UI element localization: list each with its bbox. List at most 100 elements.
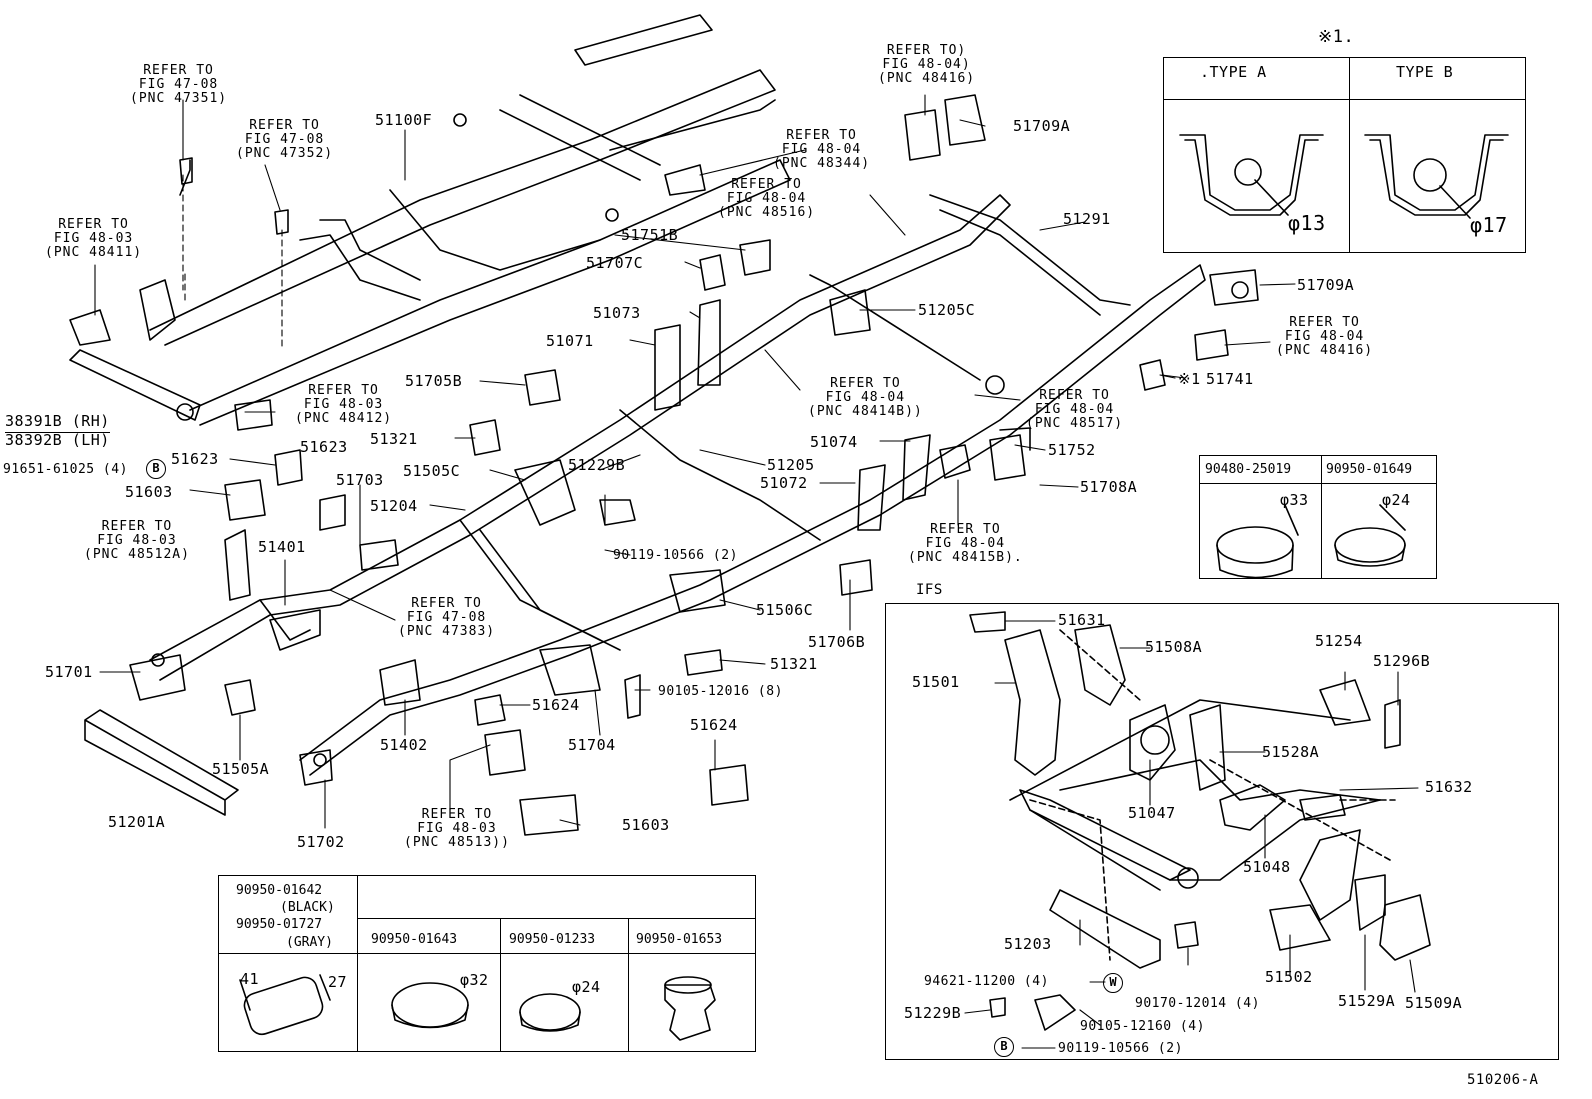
- refer-note-48412: REFER TO FIG 48-03 (PNC 48412): [295, 383, 393, 426]
- leader-lines: [94, 94, 1296, 829]
- plug-dim-24: φ24: [572, 978, 601, 996]
- type-a-icon: [1179, 134, 1324, 216]
- part-label-90119-a: 90119-10566 (2): [613, 548, 738, 563]
- plug-table-right-divider: [1199, 483, 1437, 484]
- part-label-51204: 51204: [370, 497, 418, 515]
- ifs-label-51528A: 51528A: [1262, 743, 1320, 761]
- part-label-51701: 51701: [45, 663, 93, 681]
- type-box-mark: ※1.: [1318, 27, 1355, 47]
- ifs-label-51508A: 51508A: [1145, 638, 1203, 656]
- part-label-51100F: 51100F: [375, 111, 433, 129]
- plug-dim-27: 27: [328, 973, 348, 991]
- plug-table-bottom-col4: 90950-01653: [636, 932, 723, 947]
- refer-note-48416-right: REFER TO FIG 48-04 (PNC 48416): [1276, 315, 1374, 358]
- part-label-51704: 51704: [568, 736, 616, 754]
- part-label-51229B: 51229B: [568, 456, 626, 474]
- plug-dim-32: φ32: [460, 971, 489, 989]
- part-label-51072: 51072: [760, 474, 808, 492]
- part-label-51702: 51702: [297, 833, 345, 851]
- plug-table-bottom-col2: 90950-01643: [371, 932, 458, 947]
- part-label-51205: 51205: [767, 456, 815, 474]
- part-label-51074: 51074: [810, 433, 858, 451]
- part-label-51506C: 51506C: [756, 601, 814, 619]
- part-label-51291: 51291: [1063, 210, 1111, 228]
- type-box: [1163, 57, 1526, 253]
- plug-table-bottom-col1-line1: 90950-01642: [236, 883, 323, 898]
- refer-note-48411: REFER TO FIG 48-03 (PNC 48411): [45, 217, 143, 260]
- ifs-label-94621: 94621-11200 (4): [924, 974, 1049, 989]
- part-label-51624-a: 51624: [532, 696, 580, 714]
- type-a-header: .TYPE A: [1200, 63, 1267, 81]
- ifs-label-51254: 51254: [1315, 632, 1363, 650]
- rail-51201a: [84, 709, 239, 816]
- plug-table-right-separator: [1321, 455, 1322, 579]
- ifs-label-51203: 51203: [1004, 935, 1052, 953]
- plug-table-bottom-col3: 90950-01233: [509, 932, 596, 947]
- part-label-90105-a: 90105-12016 (8): [658, 684, 783, 699]
- ifs-label-51631: 51631: [1058, 611, 1106, 629]
- plug-table-right-dia2: φ24: [1382, 491, 1411, 509]
- type-box-divider: [1163, 99, 1526, 100]
- part-label-51401: 51401: [258, 538, 306, 556]
- ifs-label-51229B: 51229B: [904, 1004, 962, 1022]
- frame-assembly-lower: [149, 194, 1249, 776]
- ifs-label-51501: 51501: [912, 673, 960, 691]
- part-label-38391B: 38391B (RH): [5, 412, 110, 430]
- part-label-51071: 51071: [546, 332, 594, 350]
- callout-b-marker: B: [146, 459, 166, 479]
- ifs-label-51509A: 51509A: [1405, 994, 1463, 1012]
- part-label-51321-a: 51321: [370, 430, 418, 448]
- plug-table-bottom-divider: [218, 953, 756, 954]
- plug-table-right-col1: 90480-25019: [1205, 462, 1292, 477]
- ifs-leader-lines: [964, 620, 1419, 1049]
- refer-note-48416-top: REFER TO) FIG 48-04) (PNC 48416): [878, 43, 976, 86]
- plug-table-bottom-col1-line2: (BLACK): [280, 900, 335, 915]
- refer-note-48516: REFER TO FIG 48-04 (PNC 48516): [718, 177, 816, 220]
- part-label-51624-b: 51624: [690, 716, 738, 734]
- type-b-diameter: φ17: [1470, 213, 1508, 237]
- callout-w-marker: W: [1103, 973, 1123, 993]
- part-label-51603-a: 51603: [125, 483, 173, 501]
- plug-table-bottom-sep-3: [628, 918, 629, 1052]
- part-label-51706B: 51706B: [808, 633, 866, 651]
- part-label-51201A: 51201A: [108, 813, 166, 831]
- ifs-label-51632: 51632: [1425, 778, 1473, 796]
- part-label-51623-a: 51623: [171, 450, 219, 468]
- ifs-label-90119: 90119-10566 (2): [1058, 1041, 1183, 1056]
- part-label-51603-b: 51603: [622, 816, 670, 834]
- plug-table-right-col2: 90950-01649: [1326, 462, 1413, 477]
- part-label-51703: 51703: [336, 471, 384, 489]
- part-label-51751B: 51751B: [621, 226, 679, 244]
- plug-icons: [239, 504, 1406, 1041]
- part-label-51752: 51752: [1048, 441, 1096, 459]
- part-label-51709A-top: 51709A: [1013, 117, 1071, 135]
- refer-note-48517: REFER TO FIG 48-04 (PNC 48517): [1026, 388, 1124, 431]
- type-b-header: TYPE B: [1396, 63, 1454, 81]
- plug-table-right-dia1: φ33: [1280, 491, 1309, 509]
- refer-note-48512A: REFER TO FIG 48-03 (PNC 48512A): [84, 519, 190, 562]
- ifs-label-51048: 51048: [1243, 858, 1291, 876]
- part-label-38392B: 38392B (LH): [5, 431, 110, 449]
- plug-table-bottom-col1-cell: [218, 875, 358, 1052]
- ifs-label-51296B: 51296B: [1373, 652, 1431, 670]
- bracket-parts: [129, 94, 1259, 836]
- part-label-91651: 91651-61025 (4): [3, 462, 128, 477]
- part-label-51505A: 51505A: [212, 760, 270, 778]
- part-label-51707C: 51707C: [586, 254, 644, 272]
- part-label-51073: 51073: [593, 304, 641, 322]
- figure-code: 510206-A: [1467, 1072, 1539, 1088]
- part-label-51505C: 51505C: [403, 462, 461, 480]
- callout-b-marker-ifs: B: [994, 1037, 1014, 1057]
- plug-table-bottom-top-rule: [358, 918, 756, 919]
- part-label-51705B: 51705B: [405, 372, 463, 390]
- ifs-label-51047: 51047: [1128, 804, 1176, 822]
- part-label-51402: 51402: [380, 736, 428, 754]
- type-a-diameter: φ13: [1288, 211, 1326, 235]
- ifs-label-90170: 90170-12014 (4): [1135, 996, 1260, 1011]
- part-label-51709A-right: 51709A: [1297, 276, 1355, 294]
- refer-note-47351: REFER TO FIG 47-08 (PNC 47351): [130, 63, 228, 106]
- ifs-box: [885, 603, 1559, 1060]
- refer-note-48415B: REFER TO FIG 48-04 (PNC 48415B).: [908, 522, 1023, 565]
- plug-table-bottom-sep-2: [500, 918, 501, 1052]
